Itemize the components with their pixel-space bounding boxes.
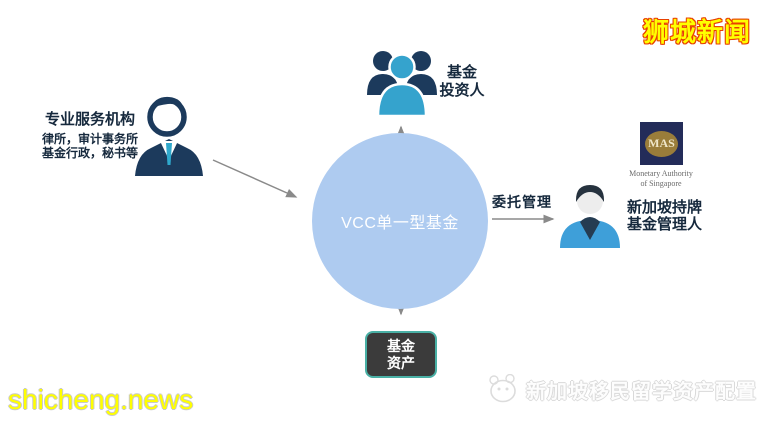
watermark-shicheng: shicheng.news: [8, 384, 194, 415]
fund-assets-line2: 资产: [387, 354, 415, 371]
vcc-fund-label: VCC单一型基金: [341, 215, 459, 232]
mas-caption-line2: of Singapore: [640, 179, 682, 188]
fund-assets-box: 基金 资产: [365, 331, 437, 378]
vcc-fund-circle: VCC单一型基金: [312, 133, 488, 309]
investors-label-line1: 基金: [446, 64, 477, 81]
brand-title: 狮城新闻: [642, 17, 751, 47]
professional-services-subtitle-1: 律所，审计事务所: [41, 132, 138, 146]
investors-label: 基金 投资人: [430, 64, 494, 100]
investors-label-line2: 投资人: [439, 82, 485, 99]
fund-manager-icon: [560, 185, 620, 248]
panda-watermark-icon: [489, 374, 516, 403]
watermark-right-text: 新加坡移民留学资产配置: [526, 380, 757, 403]
mas-acronym: MAS: [648, 136, 675, 150]
professional-services-title: 专业服务机构: [44, 111, 135, 128]
mas-caption: Monetary Authority of Singapore: [611, 169, 711, 189]
mas-logo-oval: MAS: [645, 130, 678, 157]
fund-assets-line1: 基金: [387, 337, 415, 354]
mas-caption-line1: Monetary Authority: [629, 169, 693, 178]
watermark-right-block: 新加坡移民留学资产配置: [487, 374, 757, 404]
businessman-icon: [135, 96, 203, 176]
professional-services-block: 专业服务机构 律所，审计事务所 基金行政，秘书等: [33, 108, 147, 160]
mas-logo: MAS: [640, 122, 683, 165]
fund-manager-label-line2: 基金管理人: [627, 216, 703, 233]
fund-manager-label: 新加坡持牌 基金管理人: [627, 199, 702, 233]
investors-group-icon: [367, 51, 437, 118]
arrow-services-to-fund: [212, 159, 298, 198]
professional-services-subtitle-2: 基金行政，秘书等: [41, 146, 138, 160]
fund-manager-label-line1: 新加坡持牌: [627, 199, 703, 216]
delegation-label: 委托管理: [492, 194, 552, 210]
